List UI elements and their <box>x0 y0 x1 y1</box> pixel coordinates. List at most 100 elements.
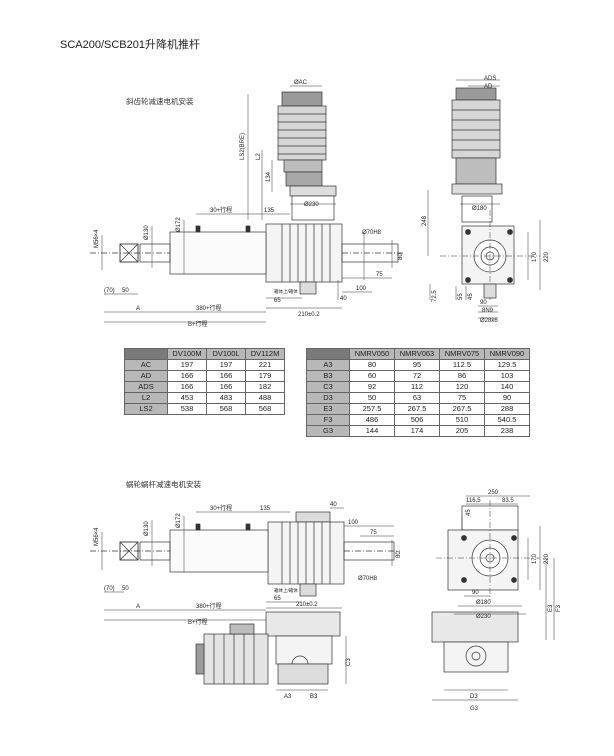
dim-45: 45 <box>466 509 472 516</box>
dim-70h8: Ø70H8 <box>362 230 382 236</box>
dim-180: Ø180 <box>476 600 491 606</box>
dim-50: 50 <box>122 586 129 592</box>
dim-135: 135 <box>264 208 275 214</box>
dim-ls2: LS2(BRE) <box>240 133 246 160</box>
dim-55: 55 <box>458 293 464 300</box>
table-header: DV112M <box>245 348 285 360</box>
dim-28: Ø28k6 <box>480 318 498 324</box>
dim-135: 135 <box>260 506 271 512</box>
dim-210: 210±0.2 <box>298 312 320 318</box>
table-row: LS2 538 568 568 <box>124 403 285 415</box>
dim-210: 210±0.2 <box>296 602 318 608</box>
bottom-end-dims <box>432 495 555 701</box>
section-label-helical: 斜齿轮减速电机安装 <box>126 97 194 106</box>
dim-75: 75 <box>370 530 377 536</box>
dim-100: 100 <box>348 520 359 526</box>
dim-e3: E3 <box>548 604 554 612</box>
dim-l2: L2 <box>256 153 262 160</box>
table-cell: 568 <box>245 403 285 415</box>
dim-80: 80 <box>396 551 402 558</box>
dim-130: Ø130 <box>144 521 150 536</box>
bottom-motor <box>195 623 269 685</box>
dim-65: 65 <box>274 596 281 602</box>
dim-c3: C3 <box>346 658 352 666</box>
dim-65: 65 <box>274 298 281 304</box>
dim-725: 72.5 <box>432 290 438 302</box>
dim-b3: B3 <box>310 694 318 700</box>
dim-40: 40 <box>330 502 337 508</box>
dim-stroke30: 30+行程 <box>210 206 232 214</box>
dim-130: Ø130 <box>144 225 150 240</box>
dim-note: 箱体上/箱体 <box>274 288 298 295</box>
dim-248: 248 <box>422 215 428 226</box>
dim-230: Ø230 <box>476 614 491 620</box>
table-row: B3 60 72 86 103 <box>306 370 530 382</box>
dim-note: 箱体上/箱体 <box>274 587 298 594</box>
dim-172: Ø172 <box>176 217 182 232</box>
bottom-gearbox-side <box>265 511 345 685</box>
table-row: AC 197 197 221 <box>124 359 285 371</box>
dim-40: 40 <box>340 296 347 302</box>
dim-70p: (70) <box>104 288 115 294</box>
dim-8n9: 8N9 <box>482 308 494 314</box>
dim-g3: G3 <box>470 706 479 712</box>
dim-90: 90 <box>472 590 479 596</box>
top-end-view <box>440 87 540 300</box>
dim-70p: (70) <box>104 586 115 592</box>
dim-835: 83.5 <box>502 498 514 504</box>
dim-70h8: Ø70H8 <box>358 576 378 582</box>
table-row: A3 80 95 112.5 129.5 <box>306 359 530 371</box>
bottom-cylinder <box>90 523 400 573</box>
top-motor-side <box>277 91 337 221</box>
bottom-side-dims <box>101 507 394 691</box>
dim-a: A <box>136 306 140 312</box>
dim-220: 220 <box>544 251 550 262</box>
dim-m56: M56×4 <box>94 527 100 546</box>
dim-a: A <box>136 604 140 610</box>
dim-a3: A3 <box>284 694 292 700</box>
page-title: SCA200/SCB201升降机推杆 <box>60 39 200 51</box>
dim-250: 250 <box>488 490 499 496</box>
top-end-dims <box>427 79 541 319</box>
dim-45: 45 <box>468 293 474 300</box>
dim-80: 80 <box>398 253 404 260</box>
dim-d3: D3 <box>470 694 478 700</box>
dim-180: Ø180 <box>472 206 487 212</box>
dim-ads: ADS <box>484 76 496 82</box>
motor-dimension-table: DV100M DV100L DV112M AC 197 197 221 AD 1… <box>124 348 285 415</box>
dim-bstroke: B+行程 <box>188 618 208 626</box>
dim-stroke380: 380+行程 <box>196 304 222 312</box>
dim-230: Ø230 <box>304 202 319 208</box>
dim-stroke30: 30+行程 <box>210 504 232 512</box>
dim-stroke380: 380+行程 <box>196 602 222 610</box>
row-label: G3 <box>306 425 350 437</box>
dim-220: 220 <box>544 553 550 564</box>
table-row: F3 486 506 510 540.5 <box>306 414 530 426</box>
dim-172: Ø172 <box>176 513 182 528</box>
table-row: G3 144 174 205 238 <box>306 425 530 437</box>
dim-50: 50 <box>122 288 129 294</box>
dim-100: 100 <box>356 286 367 292</box>
dim-90: 90 <box>480 300 487 306</box>
dim-f3: F3 <box>556 604 562 612</box>
top-gearbox-side <box>265 223 343 295</box>
table-row: ADS 166 166 182 <box>124 381 285 393</box>
dim-m56: M56×4 <box>94 229 100 248</box>
table-header: NMRV050 <box>349 348 395 360</box>
dim-134: 134 <box>266 171 272 182</box>
top-side-dims <box>101 85 393 323</box>
dim-75: 75 <box>376 272 383 278</box>
top-cylinder <box>90 225 404 275</box>
table-cell: 238 <box>484 425 530 437</box>
dim-oac: ØAC <box>294 80 308 86</box>
dim-1165: 116.5 <box>466 498 481 504</box>
dim-170: 170 <box>532 553 538 564</box>
dim-bstroke: B+行程 <box>188 320 208 328</box>
dim-170: 170 <box>532 251 538 262</box>
bottom-end-view <box>431 500 540 673</box>
worm-dimension-table: NMRV050 NMRV063 NMRV075 NMRV090 A3 80 95… <box>306 348 530 437</box>
